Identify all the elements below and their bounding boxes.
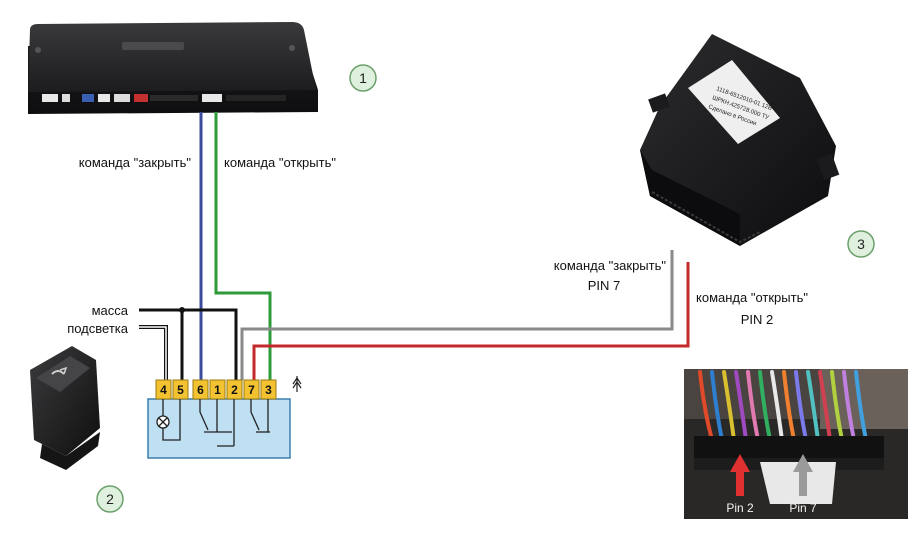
pin-label-3: 3 [265,383,272,397]
pin-label-5: 5 [177,383,184,397]
label-massa: масса [92,303,129,318]
antenna-icon [292,376,302,392]
ground-wire [139,308,238,380]
label-close-cmd-module-1: команда "закрыть" [79,155,192,170]
badge-3: 3 [847,230,875,258]
pin2-arrow [730,454,750,496]
labels: команда "закрыть" команда "открыть" кома… [67,155,808,336]
switch-body [147,398,291,459]
pin2-wire-red [252,262,690,380]
pin-label-2: 2 [231,383,238,397]
pin7-wire-gray [240,250,674,380]
label-pin-2: PIN 2 [741,312,774,327]
pin-label-4: 4 [160,383,167,397]
pin-label-6: 6 [197,383,204,397]
label-pin-7: PIN 7 [588,278,621,293]
switch-schematic: 4 5 6 1 2 7 3 [147,376,302,459]
svg-text:2: 2 [106,491,114,507]
backlight-wire-outer [139,325,168,380]
label-open-cmd-module-1: команда "открыть" [224,155,336,170]
pin7-arrow [793,454,813,496]
connector-photo: Pin 2 Pin 7 [684,369,908,519]
internal-circuit [156,399,270,447]
module-1-connectors [42,94,286,102]
alarm-module-1 [28,22,318,114]
photo-label-pin7: Pin 7 [789,501,817,515]
lock-module-3: 1118-6512010-01 12В ШРКН.425728.000 ТУ С… [640,34,840,246]
label-podsvetka: подсветка [67,321,129,336]
ground-junction [179,307,185,313]
svg-text:1: 1 [359,70,367,86]
pin-label-7: 7 [248,383,255,397]
label-close-cmd-module-3: команда "закрыть" [554,258,667,273]
backlight-wire-inner [139,326,167,380]
window-switch-photo [30,346,100,470]
photo-label-pin2: Pin 2 [726,501,754,515]
connector-pins: 4 5 6 1 2 7 3 [155,379,277,400]
wires [139,112,690,380]
badge-1: 1 [349,64,377,92]
label-open-cmd-module-3: команда "открыть" [696,290,808,305]
badge-2: 2 [96,485,124,513]
svg-text:3: 3 [857,236,865,252]
pin-label-1: 1 [214,383,221,397]
open-wire-green [214,112,272,380]
